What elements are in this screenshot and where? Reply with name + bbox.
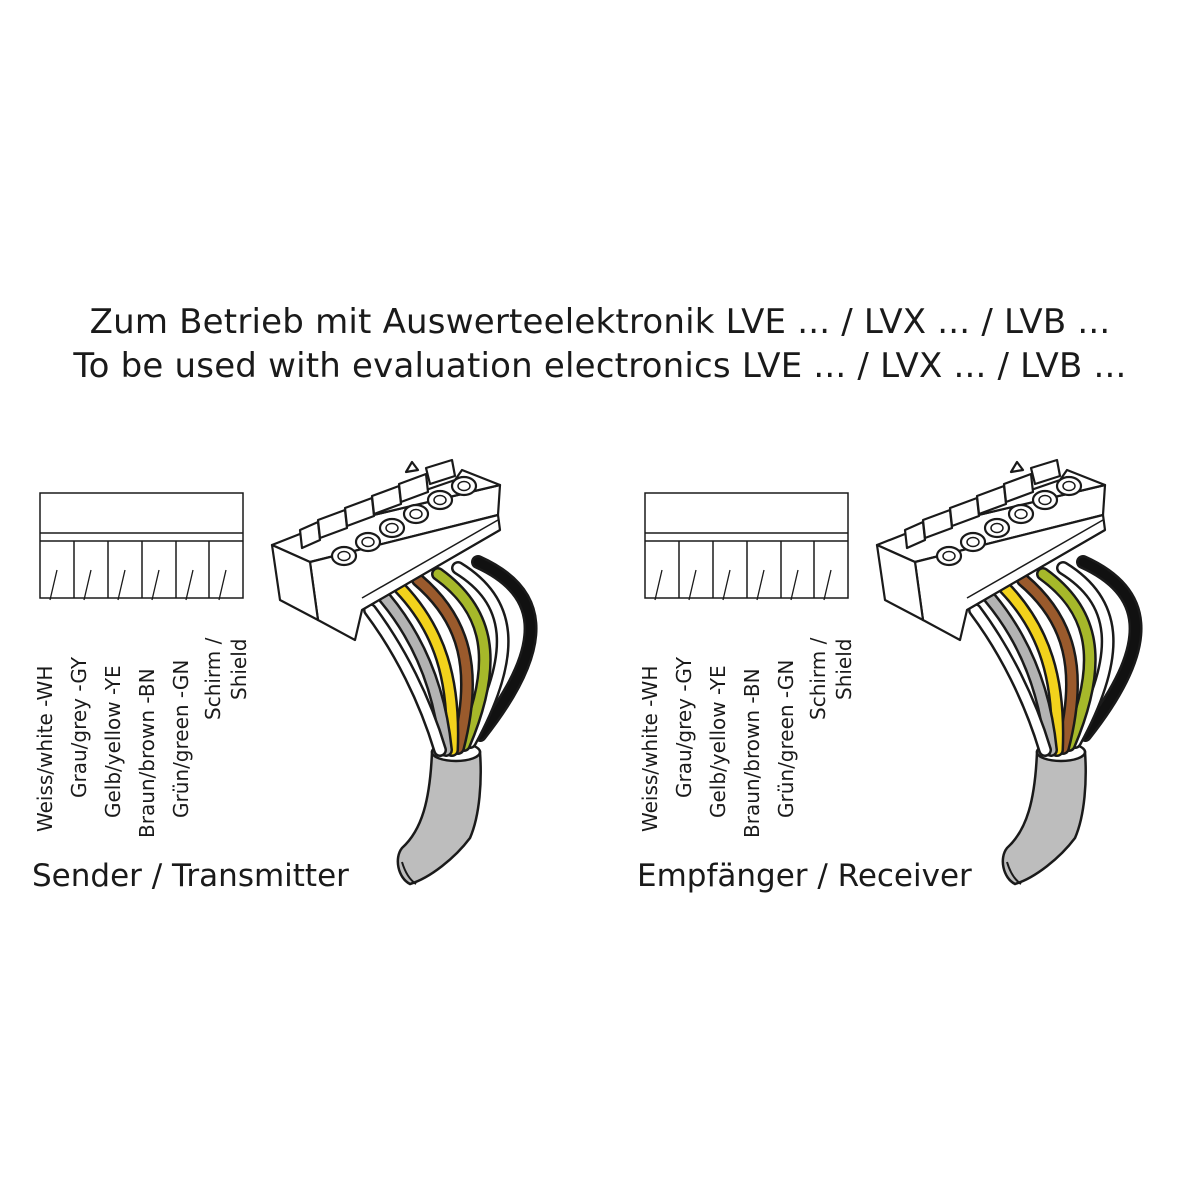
transmitter-diagram: Weiss/white -WH Grau/grey -GY Gelb/yello… xyxy=(32,458,538,894)
terminal-block-schematic xyxy=(39,492,244,599)
transmitter-caption: Sender / Transmitter xyxy=(32,858,349,894)
label-green-wire: Grün/green -GN xyxy=(169,660,193,818)
label-shield-line1: Schirm / xyxy=(201,637,225,720)
label-leader-lines xyxy=(49,569,227,601)
receiver-diagram: Weiss/white -WH Grau/grey -GY Gelb/yello… xyxy=(637,458,1143,894)
wire-shield-fill xyxy=(473,557,535,740)
label-grey-wire: Grau/grey -GY xyxy=(672,656,696,798)
receiver-caption: Empfänger / Receiver xyxy=(637,858,972,894)
label-shield-line2: Shield xyxy=(832,639,856,700)
wire-labels: Weiss/white -WH Grau/grey -GY Gelb/yello… xyxy=(33,637,251,838)
label-shield-line1: Schirm / xyxy=(806,637,830,720)
label-yellow-wire: Gelb/yellow -YE xyxy=(706,665,730,818)
label-brown-wire: Braun/brown -BN xyxy=(135,668,159,838)
label-shield-line2: Shield xyxy=(227,639,251,700)
wires xyxy=(363,555,538,757)
label-yellow-wire: Gelb/yellow -YE xyxy=(101,665,125,818)
cable-sheath xyxy=(396,741,482,886)
plug-connector xyxy=(270,458,502,642)
terminal-block-schematic xyxy=(644,492,849,599)
heading-german: Zum Betrieb mit Auswerteelektronik LVE .… xyxy=(89,302,1111,342)
wire-labels: Weiss/white -WH Grau/grey -GY Gelb/yello… xyxy=(638,637,856,838)
heading-english: To be used with evaluation electronics L… xyxy=(73,346,1127,386)
label-green-wire: Grün/green -GN xyxy=(774,660,798,818)
cable-sheath xyxy=(1001,741,1087,886)
label-brown-wire: Braun/brown -BN xyxy=(740,668,764,838)
label-white-wire: Weiss/white -WH xyxy=(33,666,57,832)
label-leader-lines xyxy=(654,569,832,601)
wires xyxy=(968,555,1143,757)
label-grey-wire: Grau/grey -GY xyxy=(67,656,91,798)
label-white-wire: Weiss/white -WH xyxy=(638,666,662,832)
plug-connector xyxy=(875,458,1107,642)
